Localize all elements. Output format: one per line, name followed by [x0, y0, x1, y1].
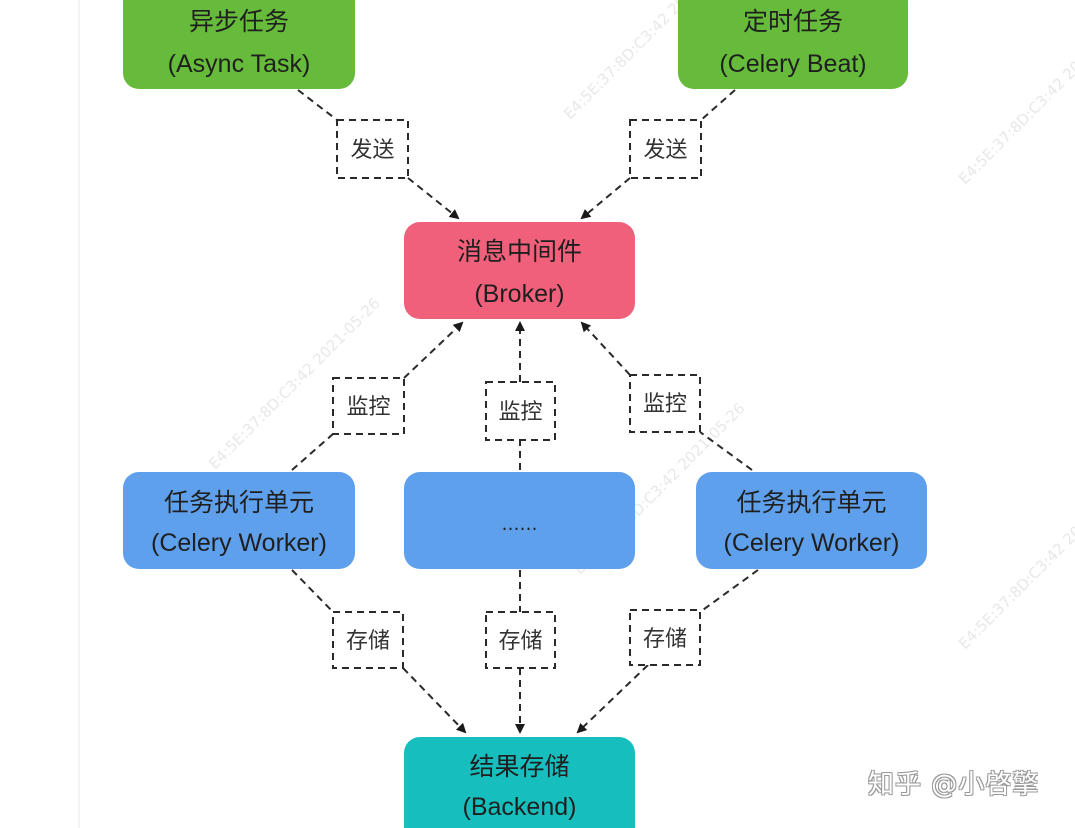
edge-label-send-left: 发送	[336, 119, 409, 179]
edge-label-store-left: 存储	[332, 611, 404, 669]
edge-worker-left-to-backend-arrow	[402, 667, 467, 734]
node-worker-middle: ……	[404, 472, 635, 569]
edge-worker-left-to-backend	[291, 569, 334, 613]
edge-label-monitor-right: 监控	[629, 374, 701, 433]
edge-label-store-right: 存储	[629, 609, 701, 666]
edge-async-to-broker	[297, 89, 338, 121]
node-worker-left: 任务执行单元 (Celery Worker)	[123, 472, 355, 569]
node-subtitle: (Backend)	[463, 793, 577, 821]
node-title: 消息中间件	[457, 237, 582, 266]
node-broker: 消息中间件 (Broker)	[404, 222, 635, 319]
edge-worker-left-to-broker	[291, 433, 334, 471]
node-subtitle: (Async Task)	[168, 50, 311, 78]
node-title: 任务执行单元	[736, 488, 886, 517]
page-divider	[78, 0, 80, 828]
edge-label-text: 存储	[346, 629, 390, 654]
edge-worker-right-to-broker	[699, 431, 753, 471]
node-subtitle: (Celery Beat)	[719, 50, 866, 78]
edge-worker-right-to-backend	[699, 569, 759, 613]
node-subtitle: (Celery Worker)	[724, 529, 900, 557]
edge-label-monitor-left: 监控	[332, 377, 405, 435]
edge-async-to-broker-arrow	[407, 177, 460, 220]
node-title: 任务执行单元	[164, 488, 314, 517]
edge-label-text: 监控	[498, 400, 542, 425]
edge-label-text: 发送	[643, 138, 687, 163]
edge-label-text: 存储	[498, 629, 542, 654]
watermark-text: E4:5E:37:8D:C3:42 2021-05-26	[955, 9, 1075, 188]
edge-label-text: 存储	[643, 627, 687, 652]
node-worker-right: 任务执行单元 (Celery Worker)	[696, 472, 927, 569]
edge-beat-to-broker-arrow	[580, 177, 631, 220]
edge-label-send-right: 发送	[629, 119, 702, 179]
edge-label-text: 监控	[643, 392, 687, 417]
edge-worker-right-to-broker-arrow	[580, 321, 631, 376]
edge-label-monitor-middle: 监控	[485, 381, 556, 441]
edge-worker-right-to-backend-arrow	[576, 664, 649, 734]
edge-worker-left-to-broker-arrow	[403, 321, 464, 379]
node-celery-beat: 定时任务 (Celery Beat)	[678, 0, 908, 89]
node-title: ……	[502, 514, 538, 535]
edge-label-text: 发送	[350, 138, 394, 163]
edge-beat-to-broker	[700, 89, 736, 121]
edge-label-store-middle: 存储	[485, 611, 556, 669]
node-backend: 结果存储 (Backend)	[404, 737, 635, 828]
node-title: 结果存储	[469, 752, 569, 781]
node-title: 定时任务	[743, 7, 843, 36]
watermark-text: E4:5E:37:8D:C3:42 2021-05-26	[955, 474, 1075, 653]
node-subtitle: (Broker)	[474, 280, 564, 308]
node-title: 异步任务	[189, 7, 289, 36]
node-subtitle: (Celery Worker)	[151, 529, 327, 557]
source-watermark: 知乎 @小啓擎	[868, 770, 1040, 800]
edge-label-text: 监控	[346, 395, 390, 420]
node-async-task: 异步任务 (Async Task)	[123, 0, 355, 89]
